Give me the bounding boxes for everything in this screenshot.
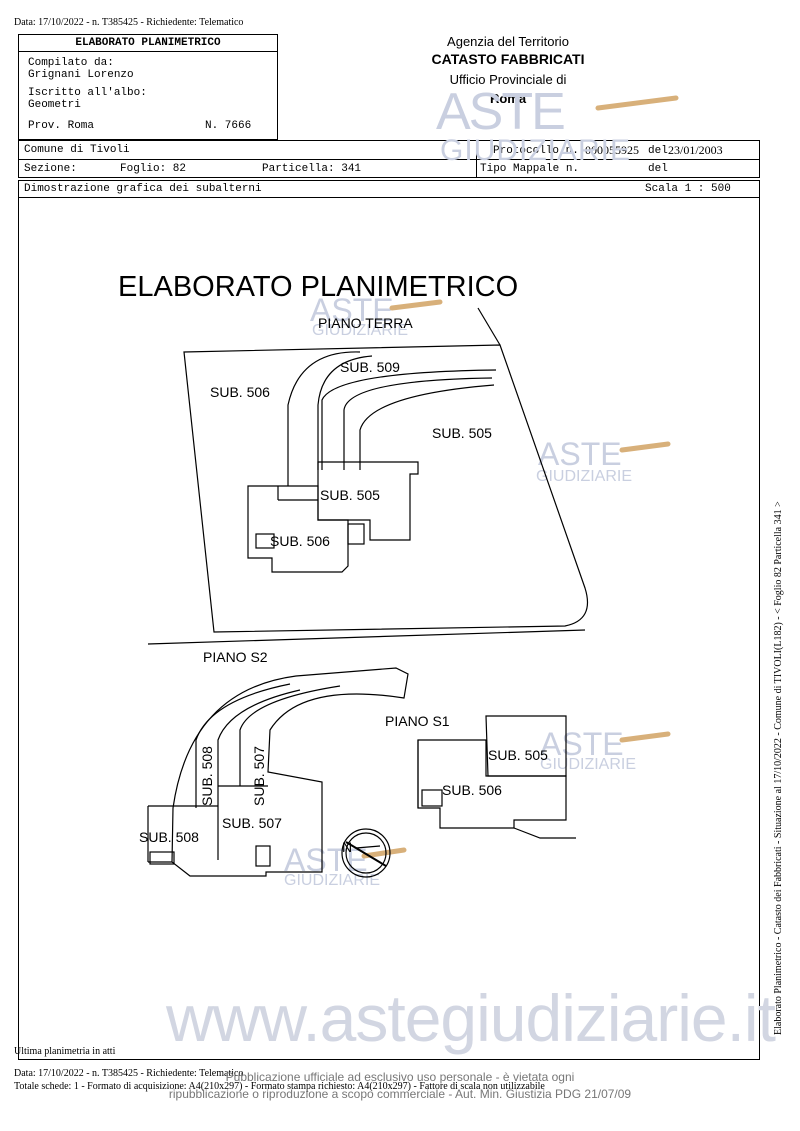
agency-name: Agenzia del Territorio	[447, 34, 569, 49]
piano-s1-label: PIANO S1	[385, 713, 450, 729]
register-number: N. 7666	[205, 120, 252, 132]
publication-notice-1: Pubblicazione ufficiale ad esclusivo uso…	[225, 1070, 575, 1084]
sub506-s1: SUB. 506	[442, 782, 502, 798]
sub507-vertical: SUB. 507	[251, 746, 267, 806]
watermark-giudiziarie-1: GIUDIZIARIE	[312, 322, 409, 339]
del-value-1: 23/01/2003	[668, 143, 723, 157]
north-label: N	[342, 839, 352, 855]
watermark-giudiziarie-3: GIUDIZIARIE	[540, 756, 637, 773]
sub508-vertical: SUB. 508	[199, 746, 215, 806]
tipo-mappale: Tipo Mappale n.	[480, 163, 580, 175]
drawing-title: ELABORATO PLANIMETRICO	[118, 271, 518, 303]
watermark-aste-1: ASTE	[310, 292, 394, 328]
watermark-aste-header: ASTE	[436, 83, 566, 141]
dimostrazione-label: Dimostrazione grafica dei subalterni	[24, 183, 262, 195]
iscritto-label: Iscritto all'albo:	[28, 87, 147, 99]
footer-line-2: Totale schede: 1 - Formato di acquisizio…	[14, 1081, 545, 1092]
watermark-giudiziarie-2: GIUDIZIARIE	[536, 468, 633, 485]
particella: Particella: 341	[262, 163, 362, 175]
form-title: ELABORATO PLANIMETRICO	[75, 37, 221, 49]
side-caption: Elaborato Planimetrico - Catasto dei Fab…	[773, 501, 784, 1035]
watermark-giudiziarie-4: GIUDIZIARIE	[284, 872, 381, 889]
del-label-2: del	[648, 163, 668, 175]
piano-terra-label: PIANO TERRA	[318, 315, 413, 331]
ultima-planimetria: Ultima planimetria in atti	[14, 1046, 116, 1057]
top-header-line: Data: 17/10/2022 - n. T385425 - Richiede…	[14, 17, 244, 28]
ufficio-label: Ufficio Provinciale di	[449, 72, 567, 87]
sub505-terra-building: SUB. 505	[320, 487, 380, 503]
gavel-icons	[361, 95, 679, 859]
sub505-s1: SUB. 505	[488, 747, 548, 763]
province: Prov. Roma	[28, 120, 95, 132]
watermark-site: www.astegiudiziarie.it	[166, 981, 776, 1055]
compiler-box	[18, 34, 278, 140]
sub506-terra-yard: SUB. 506	[210, 384, 270, 400]
drawing-frame	[18, 198, 760, 1060]
catasto-title: CATASTO FABBRICATI	[431, 51, 585, 67]
sub505-terra-yard: SUB. 505	[432, 425, 492, 441]
del-label-1: del	[648, 145, 668, 157]
scale-label: Scala 1 : 500	[645, 183, 731, 195]
iscritto-value: Geometri	[28, 99, 81, 111]
sub506-terra-building: SUB. 506	[270, 533, 330, 549]
foglio: Foglio: 82	[120, 163, 187, 175]
watermark-aste-3: ASTE	[540, 726, 624, 762]
publication-notice-2: ripubblicazione o riproduzione a scopo c…	[168, 1087, 632, 1101]
sub509-label: SUB. 509	[340, 359, 400, 375]
compilato-label: Compilato da:	[28, 57, 114, 69]
compilato-value: Grignani Lorenzo	[28, 69, 134, 81]
footer-line-1: Data: 17/10/2022 - n. T385425 - Richiede…	[14, 1068, 244, 1079]
comune: Comune di Tivoli	[24, 144, 130, 156]
city-name: Roma	[489, 91, 527, 106]
piano-s2-label: PIANO S2	[203, 649, 268, 665]
watermark-aste-2: ASTE	[538, 436, 622, 472]
protocollo-label: Protocollo n.	[493, 145, 579, 157]
sezione-label: Sezione:	[24, 163, 77, 175]
scale-box	[18, 180, 760, 198]
protocollo-value: 000055925	[585, 143, 639, 157]
sub507-s2: SUB. 507	[222, 815, 282, 831]
sub508-s2: SUB. 508	[139, 829, 199, 845]
watermark-giudiziarie-header: GIUDIZIARIE	[440, 134, 632, 167]
